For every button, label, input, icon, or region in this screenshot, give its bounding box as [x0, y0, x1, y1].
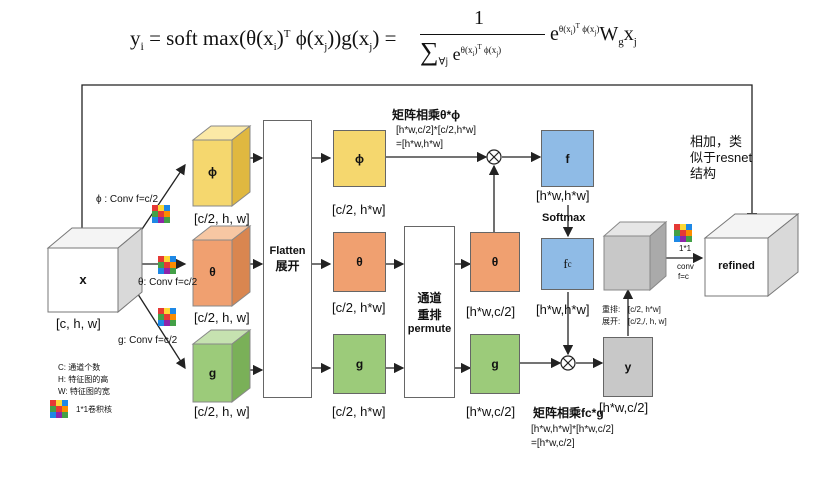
reshape-line2-dims: [c/2,/, h, w]	[628, 317, 667, 326]
legend-w: W: 特征图的宽	[58, 387, 110, 396]
reshape-line1-dims: [c/2, h*w]	[628, 305, 661, 314]
perm-g-dims: [h*w,c/2]	[466, 404, 516, 419]
flatten-label-cn: 展开	[275, 258, 300, 273]
flat-theta-dims: [c/2, h*w]	[332, 300, 386, 315]
fc-label: f	[563, 256, 568, 271]
conv11-line1: 1*1	[679, 244, 692, 253]
formula-denominator: ∑∀j eθ(xi)T ϕ(xj)	[420, 37, 502, 68]
theta-cube-label: θ	[209, 265, 216, 279]
legend-h: H: 特征图的高	[58, 375, 109, 384]
phi-cube-label: ϕ	[208, 165, 217, 179]
flat-g-dims: [c/2, h*w]	[332, 404, 386, 419]
legend-c: C: 通道个数	[58, 363, 101, 372]
conv11-line2: conv	[677, 262, 694, 271]
formula-fraction-bar	[420, 34, 545, 35]
matmul1-eq1: [h*w,c/2]*[c/2,h*w]	[396, 125, 477, 136]
g-cube-dims: [c/2, h, w]	[194, 404, 250, 419]
formula-lhs: yi = soft max(θ(xi)T ϕ(xj))g(xj) =	[130, 26, 397, 54]
residual-note-3: 结构	[690, 166, 717, 181]
flat-g-box: g	[333, 334, 386, 394]
legend-kernel: 1*1卷积核	[76, 405, 113, 414]
flat-theta-box: θ	[333, 232, 386, 292]
kernel-icon-phi	[152, 205, 170, 223]
flat-phi-dims: [c/2, h*w]	[332, 202, 386, 217]
conv11-line3: f=c	[678, 272, 689, 281]
refined-label: refined	[718, 260, 755, 272]
g-conv-label: g: Conv f=c/2	[118, 335, 178, 346]
kernel-icon-legend	[50, 400, 68, 418]
fc-dims: [h*w,h*w]	[536, 302, 590, 317]
reshape-line1-label: 重排:	[602, 305, 621, 314]
matmul1-eq2: =[h*w,h*w]	[396, 139, 443, 150]
f-dims: [h*w,h*w]	[536, 188, 590, 203]
fc-subscript: c	[567, 259, 572, 269]
residual-connection-line	[81, 84, 758, 228]
flatten-box: Flatten 展开	[263, 120, 312, 398]
permute-box: 通道 重排 permute	[404, 226, 455, 398]
kernel-icon-theta	[158, 256, 176, 274]
flat-phi-box: ϕ	[333, 130, 386, 187]
y-dims: [h*w,c/2]	[599, 400, 649, 415]
softmax-label: Softmax	[542, 212, 586, 224]
residual-note-2: 似于resnet	[690, 150, 753, 165]
formula: yi = soft max(θ(xi)T ϕ(xj))g(xj) = 1 ∑∀j…	[130, 4, 690, 68]
phi-cube-dims: [c/2, h, w]	[194, 211, 250, 226]
f-box: f	[541, 130, 594, 187]
matmul2-title: 矩阵相乘fc*g	[533, 406, 604, 420]
kernel-icon-g	[158, 308, 176, 326]
reshape-cube	[602, 220, 668, 292]
refined-cube	[703, 212, 800, 298]
matmul2-eq2: =[h*w,c/2]	[531, 438, 575, 449]
flatten-label: Flatten	[269, 244, 306, 257]
formula-numerator: 1	[474, 7, 484, 29]
g-cube-label: g	[208, 366, 217, 380]
input-dims: [c, h, w]	[56, 316, 101, 331]
g-cube	[191, 328, 252, 404]
theta-conv-label: θ: Conv f=c/2	[138, 277, 198, 288]
residual-note-1: 相加，类	[690, 134, 743, 149]
matmul1-title: 矩阵相乘θ*ϕ	[392, 108, 461, 122]
input-label: x	[79, 272, 87, 287]
phi-cube	[191, 124, 252, 208]
perm-theta-dims: [h*w,c/2]	[466, 304, 516, 319]
perm-g-box: g	[470, 334, 520, 394]
perm-theta-box: θ	[470, 232, 520, 292]
phi-conv-label: ϕ : Conv f=c/2	[96, 194, 159, 205]
permute-label-1: 通道	[417, 291, 442, 305]
permute-label-2: 重排	[417, 308, 442, 322]
y-box: y	[603, 337, 653, 397]
formula-rhs: eθ(xi)T ϕ(xj)Wgxj	[550, 22, 637, 48]
permute-label-3: permute	[407, 323, 452, 335]
reshape-line2-label: 展开:	[602, 317, 621, 326]
theta-cube-dims: [c/2, h, w]	[194, 310, 250, 325]
matmul2-eq1: [h*w,h*w]*[h*w,c/2]	[531, 424, 614, 435]
theta-cube	[191, 224, 252, 308]
input-cube	[46, 226, 144, 314]
kernel-icon-conv	[674, 224, 692, 242]
